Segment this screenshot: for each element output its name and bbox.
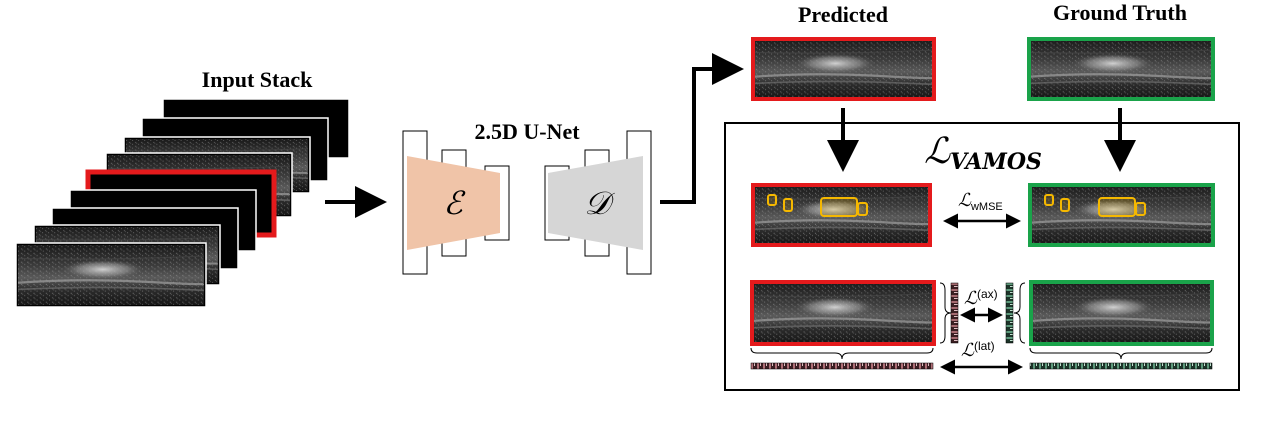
highlight-box [783, 198, 793, 212]
highlight-box [767, 194, 777, 206]
predicted-image [751, 37, 936, 101]
wmse-loss-label: ℒwMSE [958, 190, 1003, 213]
highlight-box [1060, 198, 1070, 212]
ground-truth-lateral-profile [1029, 362, 1213, 370]
predicted-weighted-image [751, 183, 932, 247]
ground-truth-axial-profile [1005, 282, 1014, 344]
highlight-box [1044, 194, 1054, 206]
predicted-axial-brace [939, 282, 952, 344]
highlight-box [820, 197, 858, 217]
encoder: ℰ [402, 130, 510, 275]
highlight-box [857, 202, 868, 216]
predicted-lateral-brace [750, 347, 934, 360]
predicted-profile-image [750, 280, 936, 346]
decoder: 𝒟 [544, 130, 652, 275]
predicted-lateral-profile [750, 362, 934, 370]
predicted-label: Predicted [798, 2, 888, 27]
input-stack-label: Input Stack [202, 67, 313, 92]
ground-truth-label: Ground Truth [1053, 0, 1187, 25]
ground-truth-profile-image [1029, 280, 1214, 346]
ground-truth-lateral-brace [1029, 347, 1213, 360]
ground-truth-axial-brace [1013, 282, 1026, 344]
stack-slice [15, 242, 207, 308]
decoder-shape [548, 156, 643, 250]
predicted-axial-profile [950, 282, 959, 344]
vamos-loss-box [724, 122, 1240, 391]
highlight-box [1098, 197, 1136, 217]
encoder-shape [407, 156, 500, 250]
input-stack [15, 98, 350, 308]
ground-truth-image [1027, 37, 1215, 101]
vamos-loss-title: ℒVAMOS [924, 131, 1042, 175]
encoder-symbol: ℰ [443, 184, 466, 222]
ground-truth-weighted-image [1028, 183, 1215, 247]
lateral-loss-label: ℒ(lat) [961, 339, 995, 361]
axial-loss-label: ℒ(ax) [964, 287, 998, 309]
arrow-unet-to-predicted [660, 53, 744, 204]
highlight-box [1135, 202, 1146, 216]
unet-label: 2.5D U-Net [474, 119, 580, 144]
